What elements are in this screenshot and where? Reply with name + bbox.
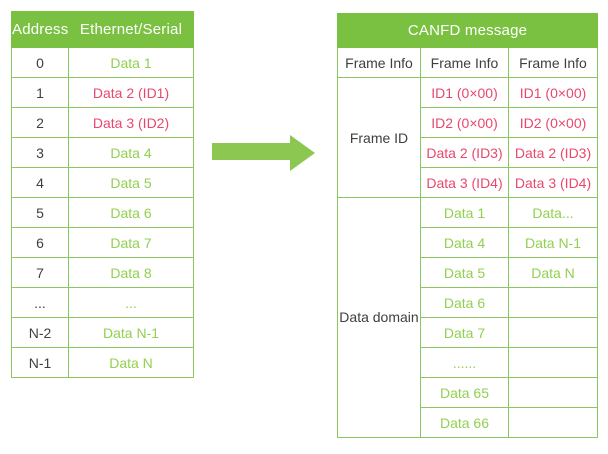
data-cell: Data 3 (ID2) [68,107,194,138]
address-cell: N-1 [11,347,69,378]
data-domain-row: Data 6 [338,287,599,318]
table-row: N-2 Data N-1 [11,317,194,348]
table-row: 5 Data 6 [11,197,194,228]
address-cell: 3 [11,137,69,168]
frame-info-row: Frame Info Frame Info Frame Info [337,47,599,78]
data-domain-cell [507,407,599,438]
data-cell: Data 1 [68,47,194,78]
data-domain-cell [507,377,599,408]
data-cell: Data 4 [68,137,194,168]
address-cell: 4 [11,167,69,198]
address-cell: 5 [11,197,69,228]
data-cell: Data 2 (ID1) [68,77,194,108]
address-cell: ... [11,287,69,318]
table-row: 0 Data 1 [11,47,194,78]
data-cell: Data 8 [68,257,194,288]
table-row: 2 Data 3 (ID2) [11,107,194,138]
canfd-header-row: CANFD message [336,13,599,48]
frame-id-row: Data 3 (ID4) Data 3 (ID4) [338,167,599,198]
data-domain-row: Data 66 [338,407,599,438]
data-domain-cell [507,287,599,318]
frame-id-cell: Data 3 (ID4) [420,167,509,198]
data-domain-cell: Data N-1 [507,227,599,258]
frame-id-row: Data 2 (ID3) Data 2 (ID3) [338,137,599,168]
data-cell: Data N [68,347,194,378]
frame-id-cell: ID1 (0×00) [420,77,509,108]
data-domain-cell [507,317,599,348]
data-cell: Data 7 [68,227,194,258]
frame-info-cell: Frame Info [337,47,421,78]
table-row: 4 Data 5 [11,167,194,198]
data-domain-label: Data domain [337,197,421,438]
frame-id-label: Frame ID [337,77,421,198]
table-row: 3 Data 4 [11,137,194,168]
table-row: 7 Data 8 [11,257,194,288]
frame-id-cell: ID2 (0×00) [507,107,599,138]
address-cell: N-2 [11,317,69,348]
address-cell: 7 [11,257,69,288]
frame-id-cell: Data 2 (ID3) [420,137,509,168]
address-cell: 6 [11,227,69,258]
data-domain-cell: Data 65 [420,377,509,408]
canfd-message-title: CANFD message [336,13,599,48]
table-row: N-1 Data N [11,347,194,378]
right-arrow-icon [212,135,315,171]
frame-id-cell: ID1 (0×00) [507,77,599,108]
canfd-message-table: CANFD message Frame Info Frame Info Fram… [336,13,599,438]
data-domain-cell [507,347,599,378]
table-row: ... ... [11,287,194,318]
data-domain-cell: Data N [507,257,599,288]
data-cell: Data 5 [68,167,194,198]
table-row: 1 Data 2 (ID1) [11,77,194,108]
data-cell: ... [68,287,194,318]
frame-info-cell: Frame Info [507,47,599,78]
frame-id-cell: Data 3 (ID4) [507,167,599,198]
frame-id-row: Frame ID ID1 (0×00) ID1 (0×00) [337,77,599,198]
data-domain-cell: ...... [420,347,509,378]
frame-info-cell: Frame Info [420,47,509,78]
data-domain-cell: Data 66 [420,407,509,438]
address-cell: 0 [11,47,69,78]
data-domain-row: Data 5 Data N [338,257,599,288]
data-domain-cell: Data 1 [420,197,509,228]
data-cell: Data N-1 [68,317,194,348]
data-domain-cell: Data 6 [420,287,509,318]
frame-id-cell: ID2 (0×00) [420,107,509,138]
data-domain-cell: Data 4 [420,227,509,258]
left-table-header-row: Address Ethernet/Serial [11,11,194,48]
ethernet-serial-column-header: Ethernet/Serial [68,11,194,48]
data-domain-cell: Data... [507,197,599,228]
data-cell: Data 6 [68,197,194,228]
address-cell: 2 [11,107,69,138]
data-domain-row: Data 4 Data N-1 [338,227,599,258]
ethernet-serial-table: Address Ethernet/Serial 0 Data 1 1 Data … [11,11,194,378]
data-domain-row: Data domain Data 1 Data... [337,197,599,438]
data-domain-cell: Data 5 [420,257,509,288]
table-row: 6 Data 7 [11,227,194,258]
data-domain-cell: Data 7 [420,317,509,348]
frame-id-cell: Data 2 (ID3) [507,137,599,168]
data-domain-row: Data 7 [338,317,599,348]
frame-id-row: ID2 (0×00) ID2 (0×00) [338,107,599,138]
address-column-header: Address [11,11,69,48]
address-cell: 1 [11,77,69,108]
